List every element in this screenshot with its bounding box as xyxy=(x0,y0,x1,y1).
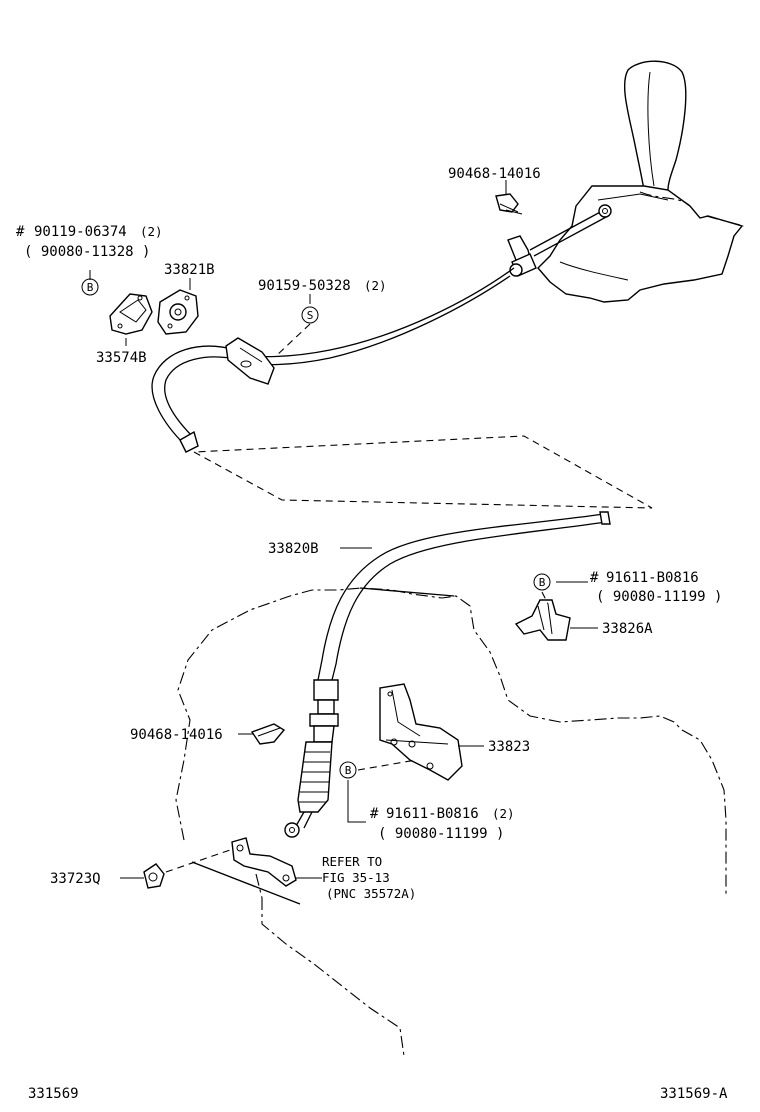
code-circle-bolt-c: B xyxy=(339,761,357,779)
shift-cable-upper xyxy=(151,267,515,453)
svg-text:FIG 35-13: FIG 35-13 xyxy=(322,870,390,885)
label-33820b: 33820B xyxy=(268,541,319,557)
cable-grommet-plate xyxy=(225,337,275,385)
svg-text:91611-B0816: 91611-B0816 xyxy=(386,806,479,822)
label-33574b: 33574B xyxy=(96,350,147,366)
svg-text:(2): (2) xyxy=(140,224,163,239)
part-33826a-clamp xyxy=(514,599,571,641)
label-bolt-a: # 90119-06374 (2) ( 90080-11328 ) xyxy=(16,224,163,260)
svg-text:#: # xyxy=(370,806,379,822)
label-33821b: 33821B xyxy=(164,262,215,278)
svg-text:91611-B0816: 91611-B0816 xyxy=(606,570,699,586)
leader-lines xyxy=(89,180,598,879)
part-shift-lever-arm xyxy=(231,837,297,887)
code-circle-bolt-b: B xyxy=(533,573,551,591)
label-clip-top: 90468-14016 xyxy=(448,166,541,182)
label-screw-90159: 90159-50328 (2) xyxy=(258,278,387,294)
svg-text:#: # xyxy=(590,570,599,586)
svg-text:90159-50328: 90159-50328 xyxy=(258,278,351,294)
figure-number-right: 331569-A xyxy=(660,1086,728,1102)
svg-text:( 90080-11328 ): ( 90080-11328 ) xyxy=(24,244,150,260)
part-33723q-bushing xyxy=(143,863,165,889)
svg-text:S: S xyxy=(307,309,314,322)
label-33823: 33823 xyxy=(488,739,530,755)
code-circle-screw: S xyxy=(301,306,319,324)
transmission-housing-outline xyxy=(175,587,727,1057)
shift-lever-assembly xyxy=(507,60,745,303)
part-33823-bracket xyxy=(379,683,463,781)
svg-text:B: B xyxy=(345,764,352,777)
part-clip-top xyxy=(495,193,523,215)
svg-text:(2): (2) xyxy=(492,806,515,821)
label-33723q: 33723Q xyxy=(50,871,101,887)
shift-cable-lower xyxy=(284,511,611,838)
label-bolt-c: # 91611-B0816 (2) ( 90080-11199 ) xyxy=(370,806,515,842)
svg-text:(2): (2) xyxy=(364,278,387,293)
svg-text:90119-06374: 90119-06374 xyxy=(34,224,127,240)
svg-text:( 90080-11199 ): ( 90080-11199 ) xyxy=(596,589,722,605)
svg-text:B: B xyxy=(87,281,94,294)
svg-text:(PNC 35572A): (PNC 35572A) xyxy=(326,886,416,901)
figure-number-left: 331569 xyxy=(28,1086,79,1102)
svg-text:B: B xyxy=(539,576,546,589)
cable-break-dashed-box xyxy=(192,435,653,509)
cable-boot-bellows xyxy=(297,741,333,813)
svg-text:#: # xyxy=(16,224,25,240)
label-33826a: 33826A xyxy=(602,621,653,637)
label-bolt-b: # 91611-B0816 ( 90080-11199 ) xyxy=(590,570,722,605)
shift-knob xyxy=(623,60,687,191)
part-33574b-retainer xyxy=(109,293,153,335)
svg-text:REFER TO: REFER TO xyxy=(322,854,382,869)
code-circle-bolt-a: B xyxy=(81,278,99,296)
part-33821b-plate xyxy=(157,289,199,335)
label-clip-mid: 90468-14016 xyxy=(130,727,223,743)
label-refer-note: REFER TO FIG 35-13 (PNC 35572A) xyxy=(322,854,416,901)
shifter-base-housing xyxy=(537,185,744,303)
part-clip-mid xyxy=(250,723,286,745)
svg-text:( 90080-11199 ): ( 90080-11199 ) xyxy=(378,826,504,842)
